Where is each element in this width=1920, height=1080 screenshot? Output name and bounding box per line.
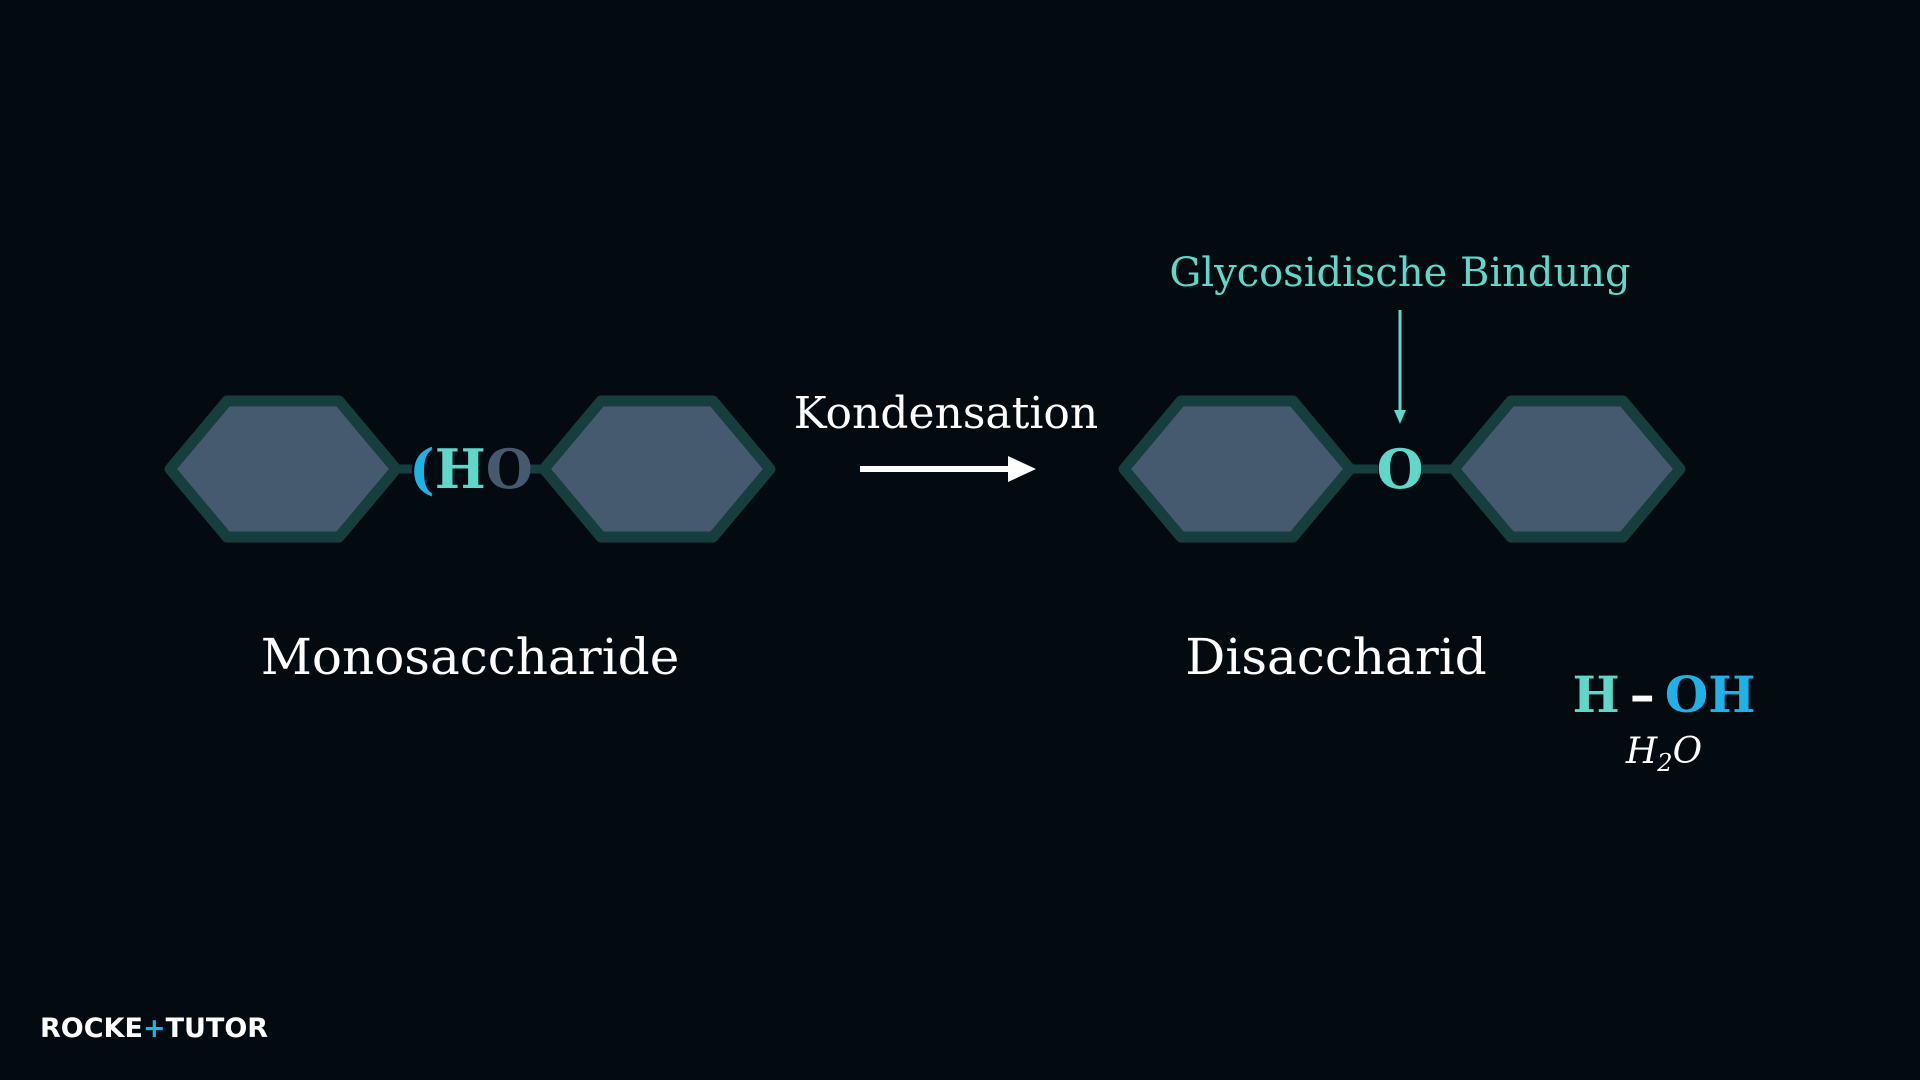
reaction-label: Kondensation [794, 388, 1098, 439]
right-ring-1 [1118, 395, 1356, 543]
left-ring-1 [164, 395, 402, 543]
reaction-arrow-group: Kondensation [794, 388, 1098, 482]
left-ring-2 [538, 395, 776, 543]
glycosidic-bond-annotation: Glycosidische Bindung [1169, 250, 1630, 296]
monosaccharide-label: Monosaccharide [261, 628, 680, 686]
water-formula: H2O [1625, 731, 1702, 777]
annotation-pointer-head [1394, 410, 1406, 424]
disaccharide-group: O Glycosidische Bindung Disaccharid [1118, 250, 1686, 686]
rocket-tutor-logo: ROCKE+TUTOR [40, 1013, 268, 1044]
monosaccharide-group: (HO Monosaccharide [164, 395, 776, 686]
reaction-arrow-head [1008, 456, 1036, 482]
logo-text: ROCKE+TUTOR [40, 1013, 268, 1044]
water-structure: H–OH [1572, 665, 1755, 724]
right-ring-2 [1448, 395, 1686, 543]
glycosidic-oxygen: O [1376, 437, 1423, 501]
water-group: H–OH H2O [1572, 665, 1755, 777]
leaving-atoms: (HO [409, 437, 533, 501]
disaccharide-label: Disaccharid [1185, 628, 1486, 686]
